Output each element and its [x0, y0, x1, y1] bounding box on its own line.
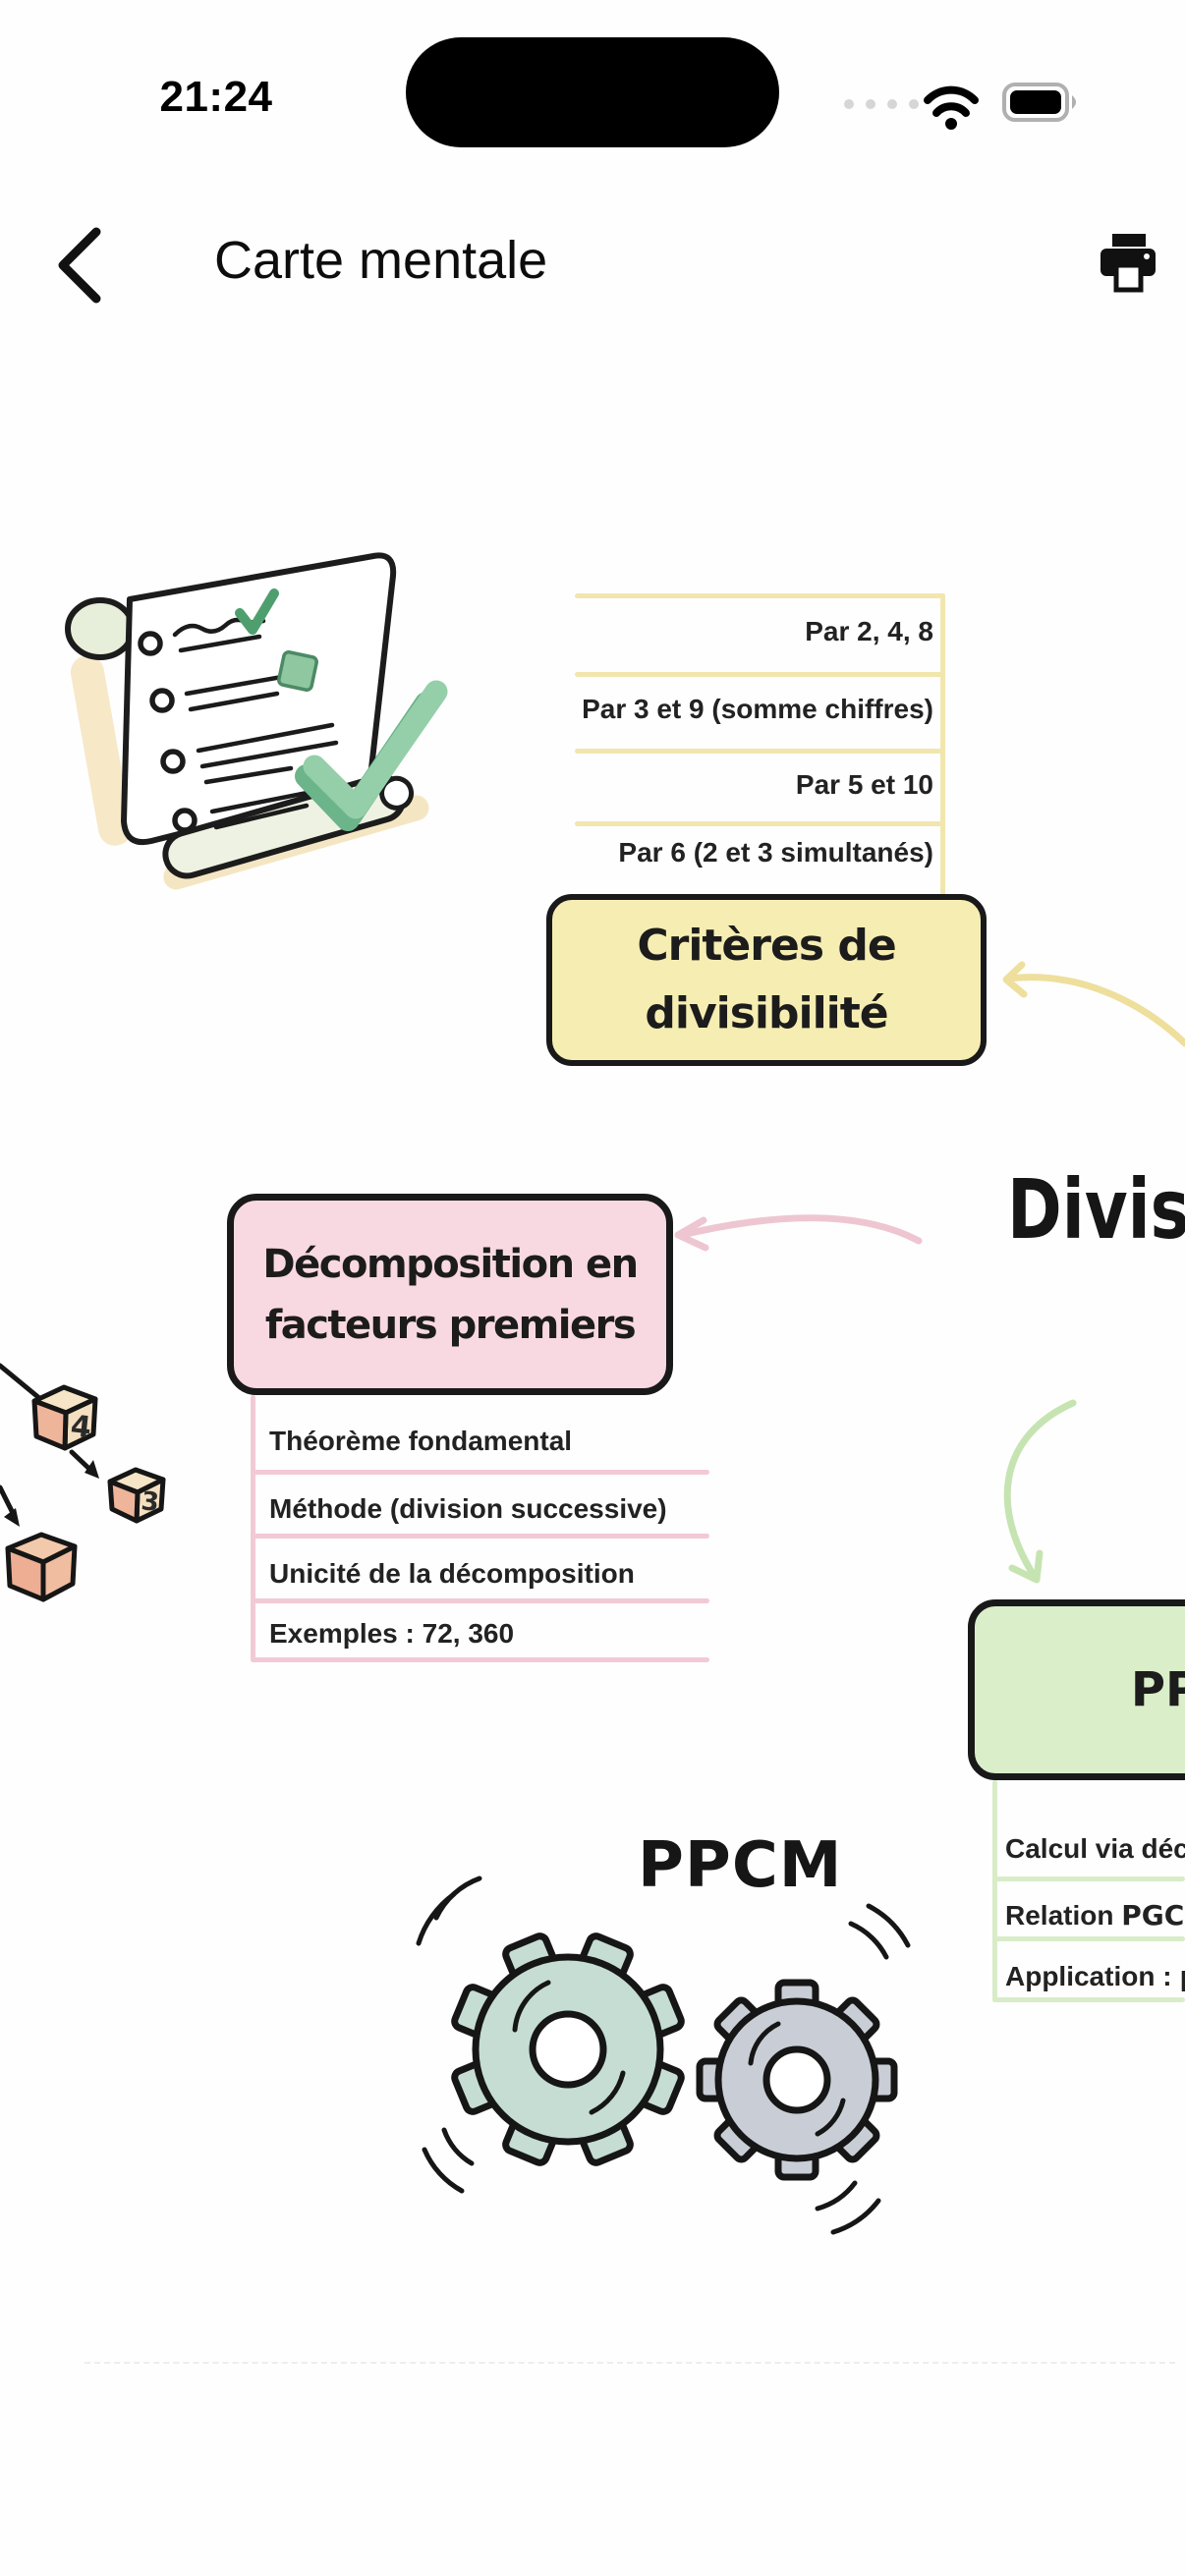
green-branch-line — [992, 1780, 997, 2002]
item-text: Relation — [1005, 1900, 1122, 1931]
gear-right — [696, 1979, 898, 2181]
pink-arrow — [674, 1214, 923, 1252]
pink-separator — [251, 1657, 709, 1662]
small-check-icon — [235, 588, 279, 635]
status-time: 21:24 — [159, 73, 273, 121]
item-text: Application : — [1005, 1961, 1180, 1991]
item-text-bold: p — [1179, 1960, 1185, 1992]
node-decomposition-facteurs: Décomposition en facteurs premiers — [227, 1194, 673, 1395]
node-title-line: Critères de — [637, 921, 896, 972]
green-separator — [992, 1997, 1185, 2002]
print-button[interactable] — [1097, 234, 1159, 295]
big-check-icon — [303, 680, 448, 819]
gears-label: PPCM — [638, 1829, 843, 1902]
list-item: Par 5 et 10 — [795, 769, 933, 800]
list-item: Théorème fondamental — [269, 1426, 573, 1456]
node-ppcm: PPCM — [968, 1599, 1185, 1780]
item-text: Calcul via déc — [1005, 1833, 1185, 1864]
gear-left — [451, 1932, 685, 2166]
item-text-bold: PGC — [1121, 1899, 1185, 1932]
list-item: Par 3 et 9 (somme chiffres) — [582, 694, 933, 724]
yellow-separator — [575, 749, 945, 754]
dynamic-island — [406, 37, 779, 147]
status-icons — [844, 83, 1076, 130]
central-topic-label: Divisib — [1007, 1161, 1185, 1258]
printer-icon — [1100, 234, 1156, 293]
list-item: Relation PGC — [1005, 1899, 1184, 1932]
green-arrow — [1003, 1399, 1077, 1584]
list-item: Par 2, 4, 8 — [805, 616, 933, 646]
yellow-branch-line — [940, 593, 945, 896]
cubes-illustration: 4 3 — [0, 1363, 166, 1602]
node-title-line: divisibilité — [645, 987, 888, 1038]
node-title-line: PPCM — [1130, 1661, 1185, 1717]
mindmap-canvas[interactable]: Par 2, 4, 8 Par 3 et 9 (somme chiffres) … — [0, 334, 1185, 2576]
back-button[interactable] — [49, 224, 118, 308]
list-item: Calcul via déc — [1005, 1832, 1185, 1866]
gears-illustration — [416, 1876, 911, 2235]
list-item: Application : p — [1005, 1960, 1185, 1993]
list-item: Unicité de la décomposition — [269, 1558, 635, 1589]
list-item: Exemples : 72, 360 — [269, 1618, 515, 1649]
mindmap-image-edge — [85, 2362, 1175, 2364]
cube-number: 3 — [140, 1486, 160, 1518]
list-item: Par 6 (2 et 3 simultanés) — [618, 837, 933, 868]
list-item: Méthode (division successive) — [269, 1493, 667, 1524]
node-title-line: facteurs premiers — [264, 1302, 637, 1348]
pink-separator — [251, 1598, 709, 1603]
cellular-signal-icon — [844, 99, 919, 109]
pink-branch-line — [251, 1395, 255, 1660]
cube-number: 4 — [69, 1409, 92, 1445]
pink-separator — [251, 1534, 709, 1539]
page-title: Carte mentale — [214, 231, 548, 290]
yellow-separator — [575, 593, 945, 598]
battery-icon — [1002, 83, 1076, 122]
green-separator — [992, 1876, 1185, 1881]
yellow-arrow — [1002, 961, 1185, 1047]
yellow-separator — [575, 672, 945, 677]
node-criteres-divisibilite: Critères de divisibilité — [546, 894, 987, 1066]
node-title-line: Décomposition en — [262, 1241, 639, 1287]
green-separator — [992, 1936, 1185, 1941]
yellow-separator — [575, 821, 945, 826]
checklist-illustration — [65, 552, 448, 890]
wifi-icon — [924, 85, 979, 130]
chevron-left-icon — [58, 227, 101, 304]
pink-separator — [251, 1470, 709, 1475]
checkbox-icon — [277, 650, 318, 692]
